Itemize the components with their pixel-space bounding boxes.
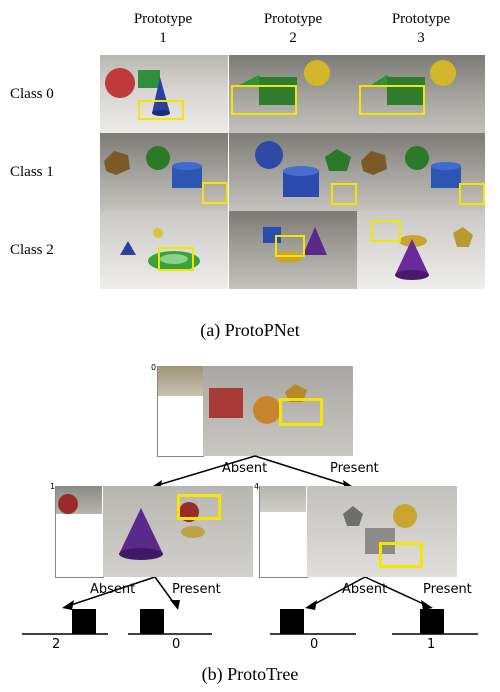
highlight-box [359, 85, 425, 115]
edge-label-absent-left: Absent [90, 582, 136, 597]
scene-render [120, 228, 200, 271]
scene-render [395, 227, 473, 280]
highlight-box [202, 182, 228, 204]
leaf-label-4: 1 [427, 637, 436, 652]
highlight-box [331, 183, 357, 205]
right-prototype-patch [260, 486, 306, 512]
highlight-box [371, 220, 401, 242]
root-prototype-patch [158, 366, 204, 396]
highlight-box [459, 183, 485, 205]
header-label: Prototype [391, 11, 451, 27]
scene-render [209, 384, 307, 424]
right-node-image [307, 486, 457, 577]
prototype-image-class2-p1 [100, 211, 228, 289]
highlight-box [379, 542, 423, 568]
header-label: Prototype [263, 11, 323, 27]
row-label-class-0: Class 0 [10, 86, 54, 102]
caption-prototree: (b) ProtoTree [201, 664, 299, 684]
node-index-left: 1 [50, 482, 56, 491]
scene-render [104, 146, 202, 188]
scene-render [371, 60, 456, 105]
edge-label-absent-root: Absent [222, 461, 268, 476]
scene-render [361, 146, 461, 188]
left-prototype-patch [56, 486, 102, 514]
scene-render [105, 68, 170, 116]
highlight-box [279, 398, 323, 426]
edge-label-present-left: Present [172, 582, 221, 597]
prototype-image-class2-p3 [357, 211, 485, 289]
right-patch-frame [259, 486, 308, 578]
header-number: 1 [159, 30, 167, 46]
scene-render [263, 227, 327, 263]
prototype-image-class1-p3 [357, 133, 485, 211]
prototype-image-class0-p2 [229, 55, 357, 133]
header-number: 3 [417, 30, 425, 46]
prototype-image-class1-p1 [100, 133, 228, 211]
highlight-box [138, 100, 184, 120]
row-label-class-2: Class 2 [10, 242, 54, 258]
root-patch-frame [157, 366, 204, 457]
leaf-label-3: 0 [310, 637, 319, 652]
edge-label-present-root: Present [330, 461, 379, 476]
root-image [203, 366, 353, 456]
scene-render [255, 141, 351, 197]
highlight-box [177, 494, 221, 520]
highlight-box [275, 235, 305, 257]
left-patch-frame [55, 486, 104, 578]
column-header-prototype-2: Prototype 2 [238, 10, 348, 48]
leaf-label-2: 0 [172, 637, 181, 652]
column-header-prototype-1: Prototype 1 [108, 10, 218, 48]
prototype-image-class1-p2 [229, 133, 357, 211]
highlight-box [158, 247, 194, 271]
node-index-root: 0 [151, 363, 157, 372]
node-index-right: 4 [254, 482, 260, 491]
left-node-image [103, 486, 253, 577]
caption-protopnet: (a) ProtoPNet [200, 320, 300, 340]
prototype-image-class2-p2 [229, 211, 357, 289]
prototype-image-class0-p3 [357, 55, 485, 133]
header-number: 2 [289, 30, 297, 46]
edge-label-absent-right: Absent [342, 582, 388, 597]
highlight-box [231, 85, 297, 115]
scene-render [239, 60, 330, 105]
prototype-image-class0-p1 [100, 55, 228, 133]
edge-label-present-right: Present [423, 582, 472, 597]
column-header-prototype-3: Prototype 3 [366, 10, 476, 48]
header-label: Prototype [133, 11, 193, 27]
row-label-class-1: Class 1 [10, 164, 54, 180]
leaf-label-1: 2 [52, 637, 61, 652]
